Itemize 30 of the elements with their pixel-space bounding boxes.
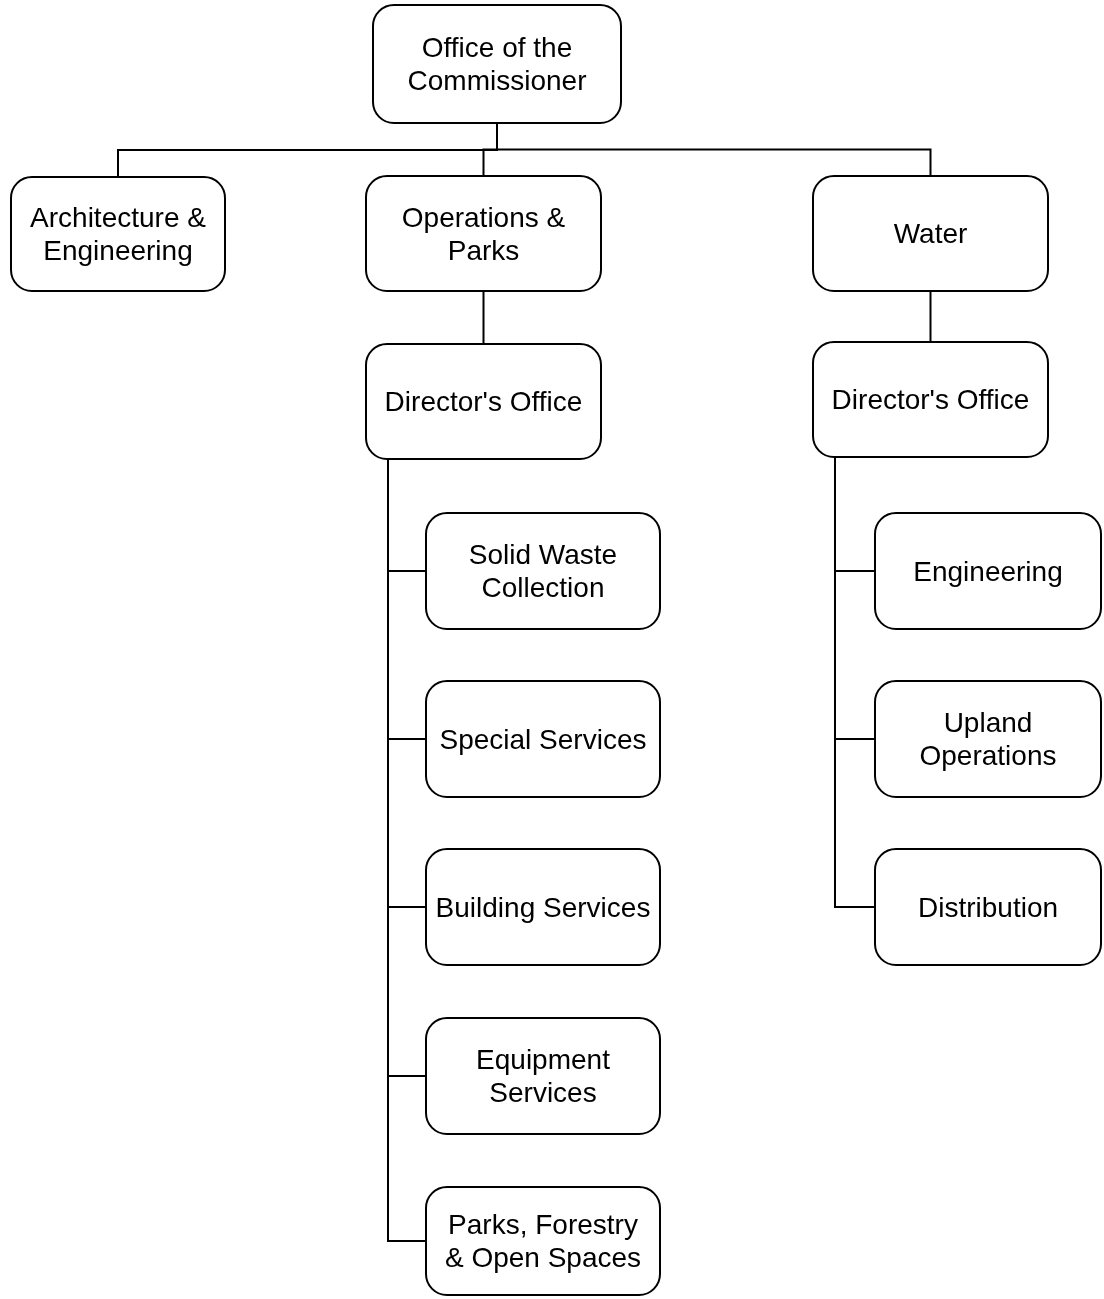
unit-name: Operations & Parks xyxy=(400,200,567,267)
org-box xyxy=(425,848,661,966)
org-box xyxy=(874,512,1102,630)
unit-name: Upland Operations xyxy=(918,706,1058,772)
connector-line xyxy=(929,291,932,342)
unit-name: Special Services xyxy=(439,722,647,756)
unit-name: Office of the Commissioner xyxy=(406,31,588,97)
org-box xyxy=(812,341,1049,458)
org-box xyxy=(812,175,1049,292)
org-box xyxy=(874,680,1102,798)
org-box xyxy=(425,1186,661,1296)
org-box xyxy=(365,343,602,460)
connector-line xyxy=(482,291,485,344)
unit-name: Distribution xyxy=(917,890,1059,924)
org-box xyxy=(874,848,1102,966)
org-box xyxy=(425,512,661,630)
unit-name: Engineering xyxy=(913,554,1063,588)
unit-name: Architecture & Engineering xyxy=(29,201,207,267)
unit-name: Parks, Forestry & Open Spaces xyxy=(443,1208,643,1274)
org-box xyxy=(425,680,661,798)
unit-name: Equipment Services xyxy=(475,1043,611,1109)
org-box xyxy=(365,175,602,292)
unit-name: Solid Waste Collection xyxy=(467,538,619,604)
unit-name: Building Services xyxy=(435,890,651,924)
org-box xyxy=(425,1017,661,1135)
unit-name: Director's Office xyxy=(831,383,1030,416)
org-box xyxy=(10,176,226,292)
unit-name: Water xyxy=(893,217,968,250)
unit-name: Director's Office xyxy=(384,385,583,418)
org-box xyxy=(372,4,622,124)
